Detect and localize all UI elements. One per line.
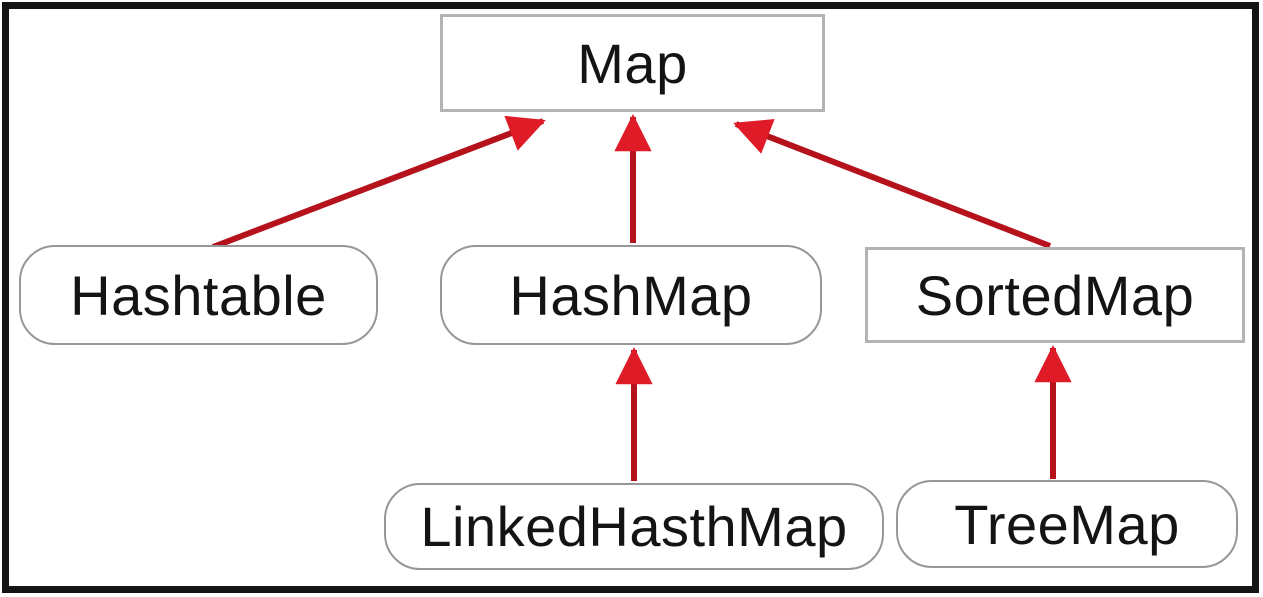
arrow-sortedmap-to-map	[733, 119, 1052, 249]
node-linkedhasthmap: LinkedHasthMap	[384, 483, 884, 570]
node-treemap-label: TreeMap	[954, 492, 1180, 556]
node-map: Map	[440, 14, 825, 112]
node-map-label: Map	[577, 31, 688, 95]
node-hashtable: Hashtable	[19, 245, 378, 345]
node-treemap: TreeMap	[896, 480, 1238, 568]
node-sortedmap-label: SortedMap	[915, 263, 1195, 327]
node-sortedmap: SortedMap	[865, 247, 1245, 343]
arrow-hashtable-to-map	[211, 115, 546, 250]
node-linkedhasthmap-label: LinkedHasthMap	[420, 495, 848, 558]
node-hashtable-label: Hashtable	[70, 263, 327, 327]
node-hashmap: HashMap	[440, 245, 822, 345]
node-hashmap-label: HashMap	[509, 263, 753, 327]
